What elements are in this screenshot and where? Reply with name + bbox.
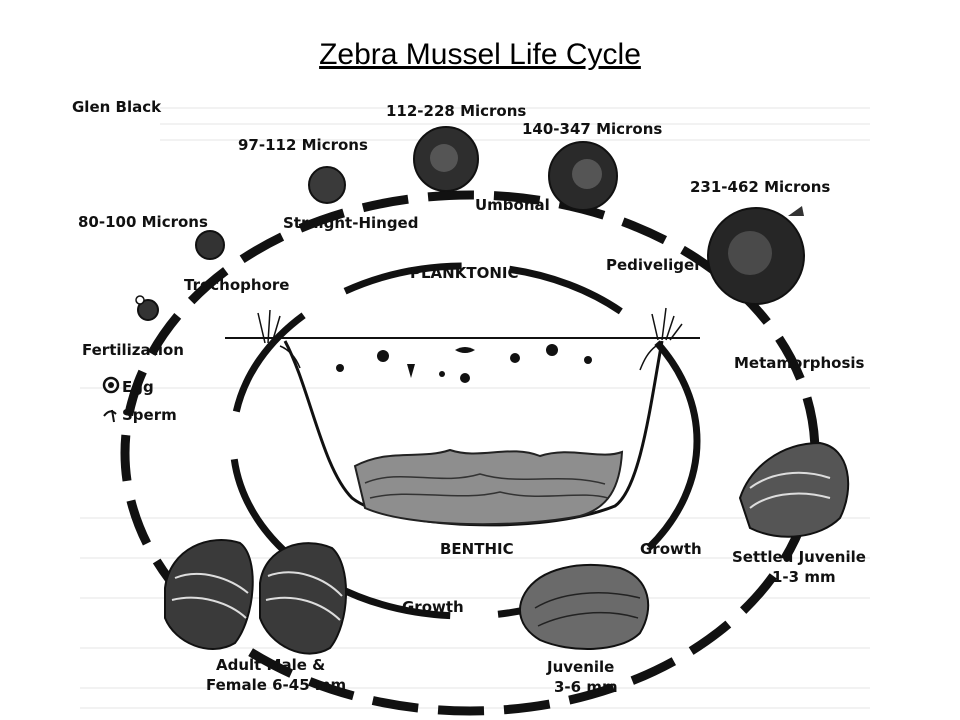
- diagram-artwork: [80, 107, 870, 716]
- benthic-zone-label: BENTHIC: [440, 540, 514, 558]
- settled-juvenile-size-label: 1-3 mm: [772, 568, 836, 586]
- straight-hinged-label: Straight-Hinged: [283, 214, 419, 232]
- sperm-icon: [103, 409, 117, 423]
- juvenile-size-label: 3-6 mm: [554, 678, 618, 696]
- egg-icon: [102, 376, 120, 394]
- fertilization-embryo-icon: [135, 295, 159, 321]
- growth-label-upper: Growth: [640, 540, 702, 558]
- adult-female-mussel-icon: [259, 542, 348, 655]
- adult-male-mussel-icon: [164, 539, 254, 650]
- adult-label: Adult Male &: [216, 656, 326, 674]
- umbonal-larva-a-icon: [413, 126, 479, 192]
- trochophore-size-label: 80-100 Microns: [78, 213, 208, 231]
- sperm-label: Sperm: [122, 406, 177, 424]
- planktonic-zone-label: PLANKTONIC: [410, 264, 519, 282]
- habitat-loop: [229, 262, 701, 620]
- fertilization-label: Fertilization: [82, 341, 184, 359]
- egg-label: Egg: [122, 378, 154, 396]
- straight-hinged-size-label: 97-112 Microns: [238, 136, 368, 154]
- credit-label: Glen Black: [72, 98, 162, 116]
- trochophore-icon: [195, 230, 225, 260]
- umbonal-size-b-label: 140-347 Microns: [522, 120, 663, 138]
- trochophore-label: Trochophore: [184, 276, 290, 294]
- settled-juvenile-label: Settled Juvenile: [732, 548, 866, 566]
- grass-left: [257, 309, 301, 369]
- page-title: Zebra Mussel Life Cycle: [319, 38, 641, 71]
- metamorphosis-label: Metamorphosis: [734, 354, 865, 372]
- umbonal-size-a-label: 112-228 Microns: [386, 102, 527, 120]
- settled-juvenile-icon: [738, 441, 850, 538]
- life-cycle-diagram: Glen Black 112-228 Microns 140-347 Micro…: [60, 88, 890, 716]
- pediveliger-size-label: 231-462 Microns: [690, 178, 831, 196]
- umbonal-larva-b-icon: [548, 141, 618, 211]
- juvenile-cluster-icon: [519, 564, 650, 651]
- larvae-in-water: [336, 344, 592, 383]
- umbonal-label: Umbonal: [475, 196, 550, 214]
- straight-hinged-larva-icon: [308, 166, 346, 204]
- pediveliger-icon: [707, 206, 805, 305]
- mussel-bed: [353, 448, 624, 526]
- pediveliger-label: Pediveliger: [606, 256, 702, 274]
- growth-label-lower: Growth: [402, 598, 464, 616]
- juvenile-label: Juvenile: [547, 658, 615, 676]
- grass-right: [639, 307, 683, 371]
- adult-size-label: Female 6-45 mm: [206, 676, 347, 694]
